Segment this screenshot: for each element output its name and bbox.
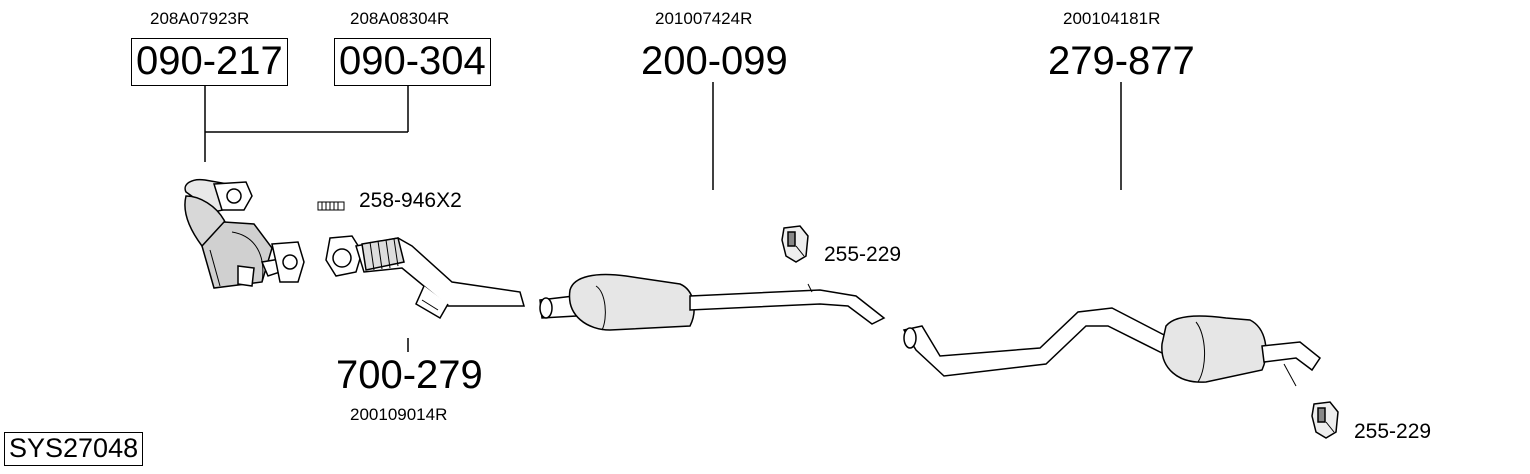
rubber-hanger-icon (1311, 401, 1339, 439)
part-number-090-304[interactable]: 090-304 (334, 38, 491, 86)
part-number-279-877[interactable]: 279-877 (1048, 39, 1195, 83)
part-reference-200-099: 201007424R (655, 9, 753, 28)
rear-silencer-drawing (902, 307, 1322, 387)
part-reference-279-877: 200104181R (1063, 9, 1161, 28)
catalytic-converter-drawing (184, 178, 305, 289)
leader-lines (204, 82, 1122, 352)
system-code: SYS27048 (4, 432, 144, 466)
center-silencer-drawing (539, 273, 886, 331)
part-reference-090-217: 208A07923R (150, 9, 250, 28)
front-pipe-drawing (325, 235, 525, 320)
accessory-label-hanger-rear[interactable]: 255-229 (1354, 420, 1432, 443)
rubber-hanger-icon (781, 225, 809, 263)
part-number-200-099[interactable]: 200-099 (641, 39, 788, 83)
gasket-strip-icon (317, 201, 345, 211)
part-number-090-217[interactable]: 090-217 (131, 38, 288, 86)
part-reference-700-279: 200109014R (350, 405, 448, 424)
part-reference-090-304: 208A08304R (350, 9, 450, 28)
accessory-label-hanger-front[interactable]: 255-229 (824, 243, 902, 266)
accessory-label-gasket[interactable]: 258-946X2 (359, 189, 462, 212)
part-number-700-279[interactable]: 700-279 (336, 353, 483, 397)
